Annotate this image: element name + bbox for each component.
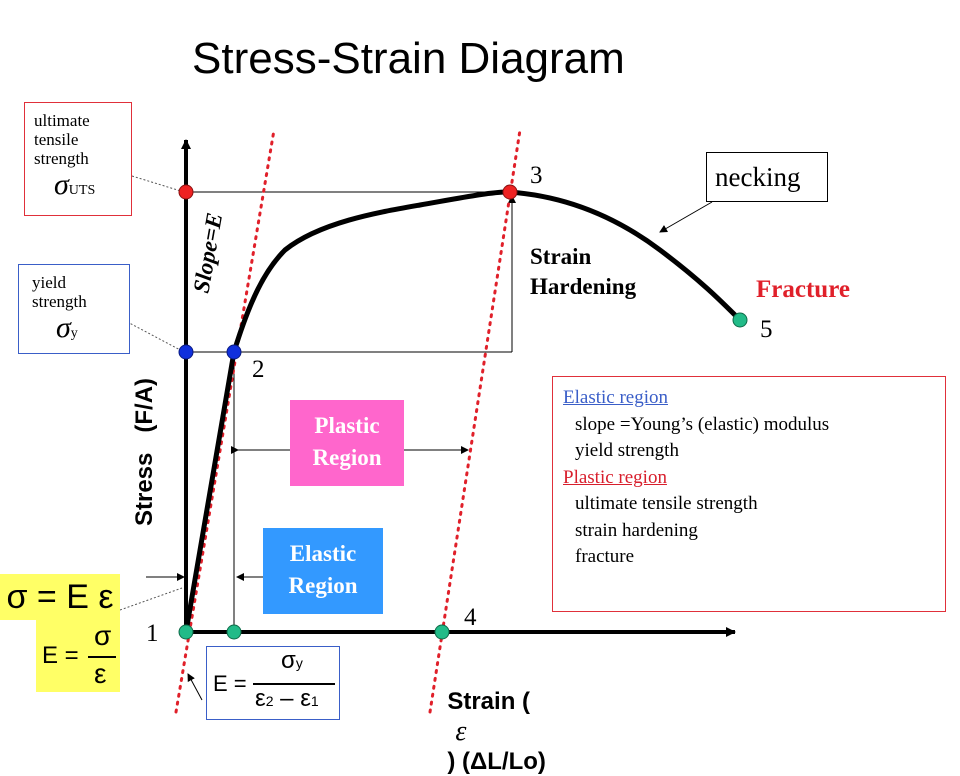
legend-plastic-item: strain hardening (575, 519, 698, 541)
secant-leader-arrow (187, 673, 203, 701)
yield-line-1: yield (32, 273, 66, 292)
legend-plastic-item: fracture (575, 546, 635, 567)
uts-symbol: σUTS (54, 168, 96, 201)
plastic-region-box: Plastic Region (290, 400, 404, 486)
dotted-slope-line-right (428, 128, 522, 714)
stress-strain-curve (183, 189, 742, 633)
hooke-leader-line (119, 587, 183, 611)
point-2 (226, 344, 242, 360)
legend-box: Elastic region slope =Young’s (elastic) … (552, 376, 946, 612)
stress-strain-diagram (119, 128, 748, 714)
modulus-fraction-bar (88, 656, 116, 658)
point-4 (434, 624, 450, 640)
elastic-region-box: Elastic Region (263, 528, 383, 614)
fracture-label: Fracture (756, 276, 850, 303)
yield-label-box: yield strength σy (18, 264, 130, 354)
y-axis-label: Stress (F/A) (131, 377, 158, 527)
secant-fraction-bar (253, 683, 335, 685)
necking-label-box: necking (706, 152, 828, 202)
necking-arrow (659, 201, 713, 233)
hooke-formula: σ = E ε (0, 574, 120, 620)
yield-symbol: σy (56, 311, 78, 344)
uts-line-1: ultimate (34, 111, 90, 130)
legend-elastic-heading: Elastic region (563, 387, 668, 408)
point-4-label: 4 (464, 604, 477, 631)
point-uts-axis (178, 184, 194, 200)
uts-label-box: ultimate tensile strength σUTS (24, 102, 132, 216)
point-5-label: 5 (760, 316, 773, 343)
point-1 (178, 624, 194, 640)
yield-leader-line (119, 317, 185, 353)
secant-formula-box: E = σy ε2 – ε1 (206, 646, 340, 720)
yield-line-2: strength (32, 292, 87, 311)
strain-hardening-label: Strain Hardening (530, 244, 637, 299)
point-2-label: 2 (252, 356, 265, 383)
x-axis-label: Strain ( ε ) (ΔL/Lo) (447, 688, 546, 775)
point-5 (732, 312, 748, 328)
uts-leader-line (131, 175, 185, 193)
point-yield-axis (178, 344, 194, 360)
legend-elastic-item: slope =Young’s (elastic) modulus (575, 413, 830, 435)
point-3 (502, 184, 518, 200)
dotted-slope-line-left (174, 128, 276, 714)
modulus-formula: E = σ ε (36, 620, 120, 692)
point-1-label: 1 (146, 620, 159, 647)
point-3-label: 3 (530, 162, 543, 189)
uts-line-3: strength (34, 149, 89, 168)
legend-plastic-item: ultimate tensile strength (575, 493, 758, 514)
necking-label: necking (715, 162, 801, 192)
legend-elastic-item: yield strength (575, 440, 679, 461)
page-title: Stress-Strain Diagram (192, 34, 625, 83)
uts-line-2: tensile (34, 130, 79, 149)
point-yield-strain (226, 624, 242, 640)
legend-plastic-heading: Plastic region (563, 466, 667, 488)
